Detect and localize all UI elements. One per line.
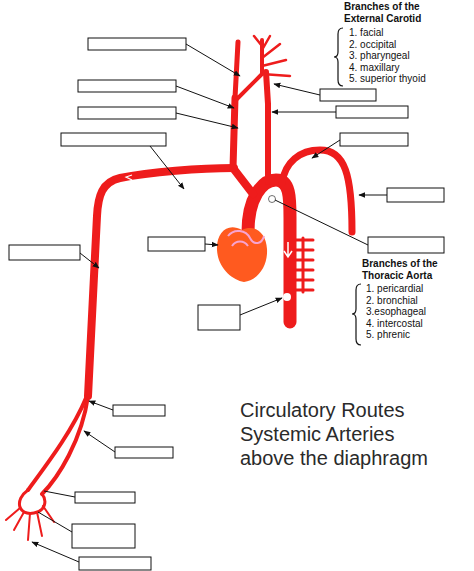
blank-label-box xyxy=(72,524,135,548)
leader-line xyxy=(32,542,79,562)
branch-item: 1. pericardial xyxy=(366,283,466,295)
blank-label-box xyxy=(320,89,376,101)
leader-line xyxy=(359,195,387,196)
blank-label-box xyxy=(78,107,176,119)
blank-label-box xyxy=(61,133,166,146)
leader-line xyxy=(150,146,184,189)
ligament-dot xyxy=(269,196,276,203)
digital-artery xyxy=(6,508,20,520)
branch-item: 2. occipital xyxy=(349,39,459,51)
blank-label-box xyxy=(198,305,240,330)
blank-label-box xyxy=(88,38,186,50)
blank-label-box xyxy=(148,237,205,251)
left-subclavian-artery xyxy=(282,150,352,232)
leader-line xyxy=(186,44,240,76)
branch-item: 2. bronchial xyxy=(366,295,466,307)
thoracic-branch xyxy=(290,279,313,282)
blank-label-box xyxy=(387,188,444,202)
flow-arrow xyxy=(126,175,132,180)
carotid-branch xyxy=(262,44,280,58)
blank-label-box xyxy=(75,492,135,503)
left-common-carotid-artery xyxy=(266,72,268,182)
heart-vessel-outline xyxy=(228,231,264,246)
digital-artery xyxy=(28,513,30,540)
leader-line xyxy=(272,112,336,113)
blank-label-box xyxy=(340,133,408,146)
branch-item: 3. pharyngeal xyxy=(349,50,459,62)
flow-arrow xyxy=(284,242,292,257)
thoracic-branch xyxy=(290,259,313,262)
radial-artery xyxy=(28,398,86,490)
blank-label-box xyxy=(113,405,165,416)
brachiocephalic-trunk xyxy=(233,168,253,194)
blank-label-box xyxy=(336,106,408,118)
leader-line xyxy=(84,431,115,452)
aorta-dot xyxy=(283,293,291,301)
bracket xyxy=(334,28,343,86)
external-carotid-artery xyxy=(236,40,262,100)
branch-item: 5. phrenic xyxy=(366,329,466,341)
leader-line xyxy=(274,84,320,95)
blank-label-box xyxy=(79,557,151,570)
heart xyxy=(217,227,267,282)
digital-artery xyxy=(43,506,54,522)
blank-label-box xyxy=(78,80,176,92)
thoracic-branch xyxy=(290,249,313,252)
thoracic-branch xyxy=(302,238,305,292)
leader-line xyxy=(38,512,72,532)
carotid-branch xyxy=(262,36,270,50)
leader-line xyxy=(44,491,75,497)
thoracic-branch xyxy=(290,289,313,292)
blank-label-box xyxy=(9,245,80,260)
branch-item: 4. maxillary xyxy=(349,62,459,74)
leader-line xyxy=(312,140,340,158)
diagram-title: Circulatory Routes Systemic Arteries abo… xyxy=(240,398,450,470)
branch-item: 4. intercostal xyxy=(366,318,466,330)
bracket xyxy=(352,284,361,345)
leader-line xyxy=(176,86,234,108)
branch-item: 1. facial xyxy=(349,27,459,39)
internal-carotid-artery xyxy=(235,42,238,98)
leader-line xyxy=(205,244,218,245)
branch-item: 5. superior thyoid xyxy=(349,73,469,85)
branch-item: 3.esophageal xyxy=(366,306,466,318)
branch-heading: Branches of the Thoracic Aorta xyxy=(362,258,458,282)
thoracic-branch xyxy=(290,269,313,272)
blank-label-box xyxy=(368,237,444,253)
common-carotid-artery xyxy=(233,98,235,168)
leader-line xyxy=(176,113,238,128)
carotid-branch xyxy=(262,60,286,66)
blank-label-box xyxy=(115,447,173,458)
leader-line xyxy=(275,200,368,245)
carotid-branch xyxy=(254,36,262,46)
digital-artery xyxy=(37,512,42,536)
palmar-arch xyxy=(19,490,44,513)
leader-line xyxy=(89,401,113,410)
thoracic-branch xyxy=(290,239,313,242)
digital-artery xyxy=(14,512,24,530)
branch-heading: Branches of the External Carotid xyxy=(344,1,440,25)
leader-line xyxy=(240,298,282,315)
subclavian-axillary-brachial-artery xyxy=(88,168,234,396)
leader-line xyxy=(80,253,99,268)
